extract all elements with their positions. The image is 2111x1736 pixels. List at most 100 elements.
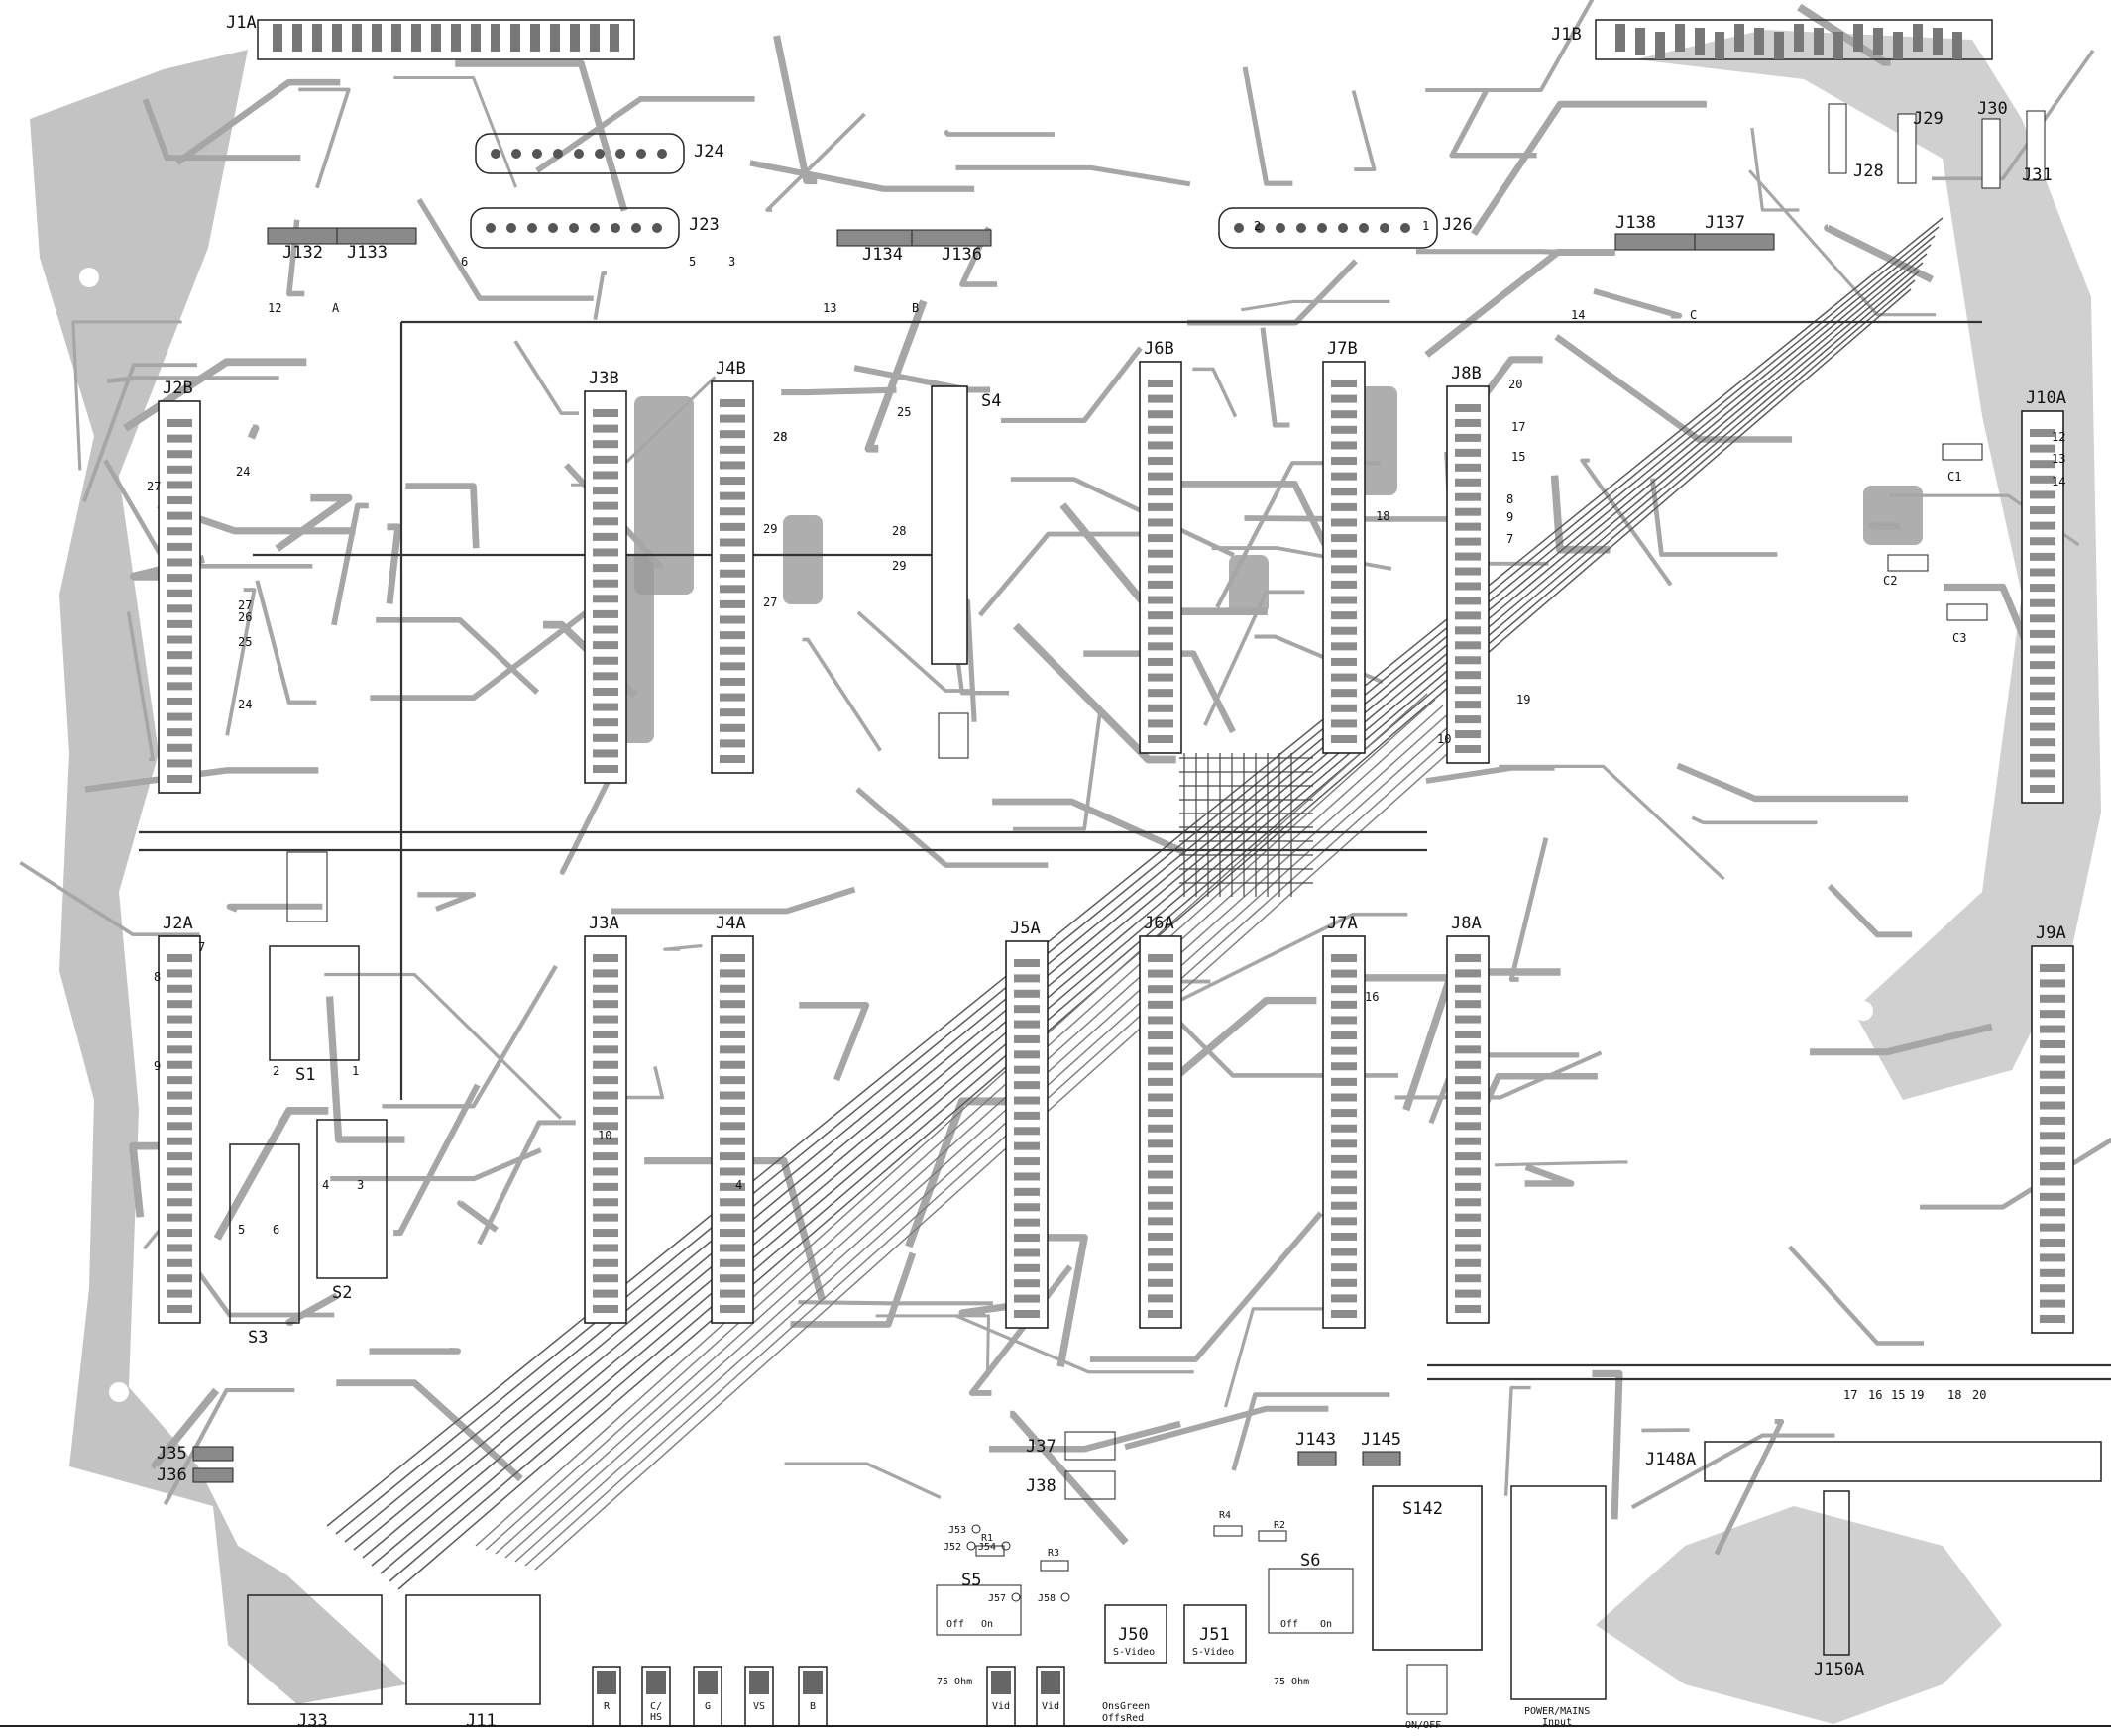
trace	[611, 890, 855, 912]
pin-pad	[1455, 1244, 1481, 1251]
pin-pad	[1331, 1047, 1357, 1055]
pin-pad	[1655, 32, 1665, 59]
pin-pad	[720, 1259, 745, 1267]
trace	[955, 167, 1189, 183]
pin-pad	[720, 985, 745, 993]
pin-pad	[720, 1274, 745, 1282]
trace	[1749, 170, 1936, 314]
pin-pad	[720, 678, 745, 686]
pin-pad	[511, 149, 521, 159]
pin-pad	[1148, 719, 1173, 727]
trace	[945, 131, 1055, 135]
pin-pad	[593, 440, 618, 448]
capacitor-c3	[1947, 604, 1987, 620]
pin-pad	[720, 739, 745, 747]
trace	[515, 341, 579, 413]
pin-pad	[1148, 534, 1173, 542]
pin-number: 27	[238, 598, 252, 612]
pin-pad	[167, 775, 192, 783]
pin-pad	[2030, 553, 2055, 561]
pin-pad	[593, 533, 618, 541]
pin-pad	[1331, 970, 1357, 978]
pin-pad	[2030, 738, 2055, 746]
connector-j30	[1982, 119, 2000, 188]
trace	[1011, 480, 1234, 556]
connector-j133	[337, 228, 416, 244]
pin-number: 28	[892, 524, 906, 538]
pin-pad	[2040, 979, 2065, 987]
pin-pad	[1148, 985, 1173, 993]
pin-pad	[1455, 1061, 1481, 1069]
pin-pad	[167, 985, 192, 993]
pin-pad	[593, 564, 618, 572]
pin-pad	[593, 1076, 618, 1084]
pin-pad	[1014, 990, 1040, 998]
pin-pad	[332, 24, 342, 52]
pin-pad	[2040, 1040, 2065, 1048]
pin-pad	[652, 223, 662, 233]
pin-pad	[720, 492, 745, 500]
pin-pad	[720, 600, 745, 608]
pin-pad	[167, 512, 192, 520]
connector-label-j2b: J2B	[163, 379, 193, 398]
pin-pad	[631, 223, 641, 233]
trace	[336, 1383, 520, 1479]
pin-pad	[720, 631, 745, 639]
pin-pad	[720, 446, 745, 454]
trace	[1790, 1247, 1924, 1343]
pin-pad	[167, 651, 192, 659]
pin-pad	[167, 1092, 192, 1100]
mounting-hole-icon	[1853, 1001, 1873, 1021]
pin-number: 6	[461, 255, 468, 269]
pin-pad	[1331, 565, 1357, 573]
connector-label-j6b: J6B	[1144, 339, 1174, 359]
resistor-label-r3: R3	[1048, 1548, 1059, 1559]
pin-pad	[1014, 1264, 1040, 1272]
pin-pad	[2030, 723, 2055, 731]
pin-pad	[1814, 28, 1824, 55]
pin-pad	[1014, 1142, 1040, 1150]
connector-label-j6a: J6A	[1144, 914, 1174, 933]
pin-pad	[1148, 1202, 1173, 1210]
pin-pad	[167, 543, 192, 551]
switch-s1-shaft	[287, 852, 327, 922]
pin-pad	[1455, 969, 1481, 977]
pin-number: B	[912, 301, 919, 315]
pin-number: 25	[897, 405, 911, 419]
pin-pad	[1455, 1138, 1481, 1145]
connector-label-j2a: J2A	[163, 914, 193, 933]
pin-pad	[593, 1152, 618, 1160]
pin-pad	[1331, 689, 1357, 697]
switch-label-s142: S142	[1402, 1499, 1443, 1519]
pin-pad	[1331, 658, 1357, 666]
trace	[251, 428, 255, 438]
trace	[989, 1424, 1180, 1449]
pin-pad	[167, 969, 192, 977]
pin-pad	[1455, 434, 1481, 442]
pin-pad	[1359, 223, 1369, 233]
pin-pad	[720, 724, 745, 732]
jumper-label-j54: J54	[978, 1542, 996, 1553]
ohm-right-label: 75 Ohm	[1274, 1677, 1309, 1687]
trace	[1594, 291, 1679, 316]
pin-pad	[590, 24, 600, 52]
pin-pad	[720, 647, 745, 655]
pin-pad	[720, 1290, 745, 1298]
pin-pad	[1893, 32, 1903, 59]
pin-number: 9	[1506, 510, 1513, 524]
trace	[393, 77, 515, 187]
pin-pad	[593, 657, 618, 665]
pin-pad	[2030, 754, 2055, 762]
pin-pad	[593, 688, 618, 696]
pin-pad	[167, 728, 192, 736]
switch-label-s1: S1	[295, 1065, 315, 1085]
pin-pad	[1455, 1122, 1481, 1130]
pin-pad	[1331, 1093, 1357, 1101]
trace	[1354, 91, 1375, 169]
pin-pad	[593, 1167, 618, 1175]
pin-pad	[372, 24, 382, 52]
pin-pad	[1014, 1112, 1040, 1120]
pin-pad	[1148, 1031, 1173, 1039]
pin-number: 8	[1506, 492, 1513, 506]
pin-pad	[2040, 1193, 2065, 1201]
